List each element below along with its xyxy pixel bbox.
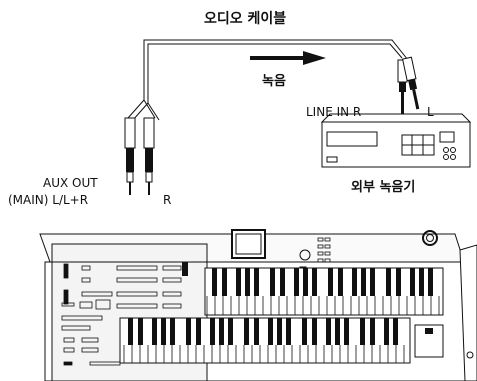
aux-r-label: R [163,193,172,207]
aux-out-label: AUX OUT [43,176,98,190]
external-recorder [320,113,472,168]
rca-plug-l [401,56,420,110]
phone-plug-l [124,117,136,195]
phone-plug-r [143,117,155,195]
lower-keyboard [119,317,411,364]
line-in-r-label: LINE IN R [306,105,362,119]
recording-label: 녹음 [262,74,286,89]
recording-direction-arrow [250,51,326,65]
main-lr-label: (MAIN) L/L+R [8,193,89,207]
external-recorder-label: 외부 녹음기 [351,180,416,195]
audio-cable-label: 오디오 케이블 [204,11,287,27]
line-in-l-label: L [427,105,434,119]
audio-cable [127,39,409,121]
upper-keyboard [204,267,444,316]
electone-organ [39,229,477,381]
